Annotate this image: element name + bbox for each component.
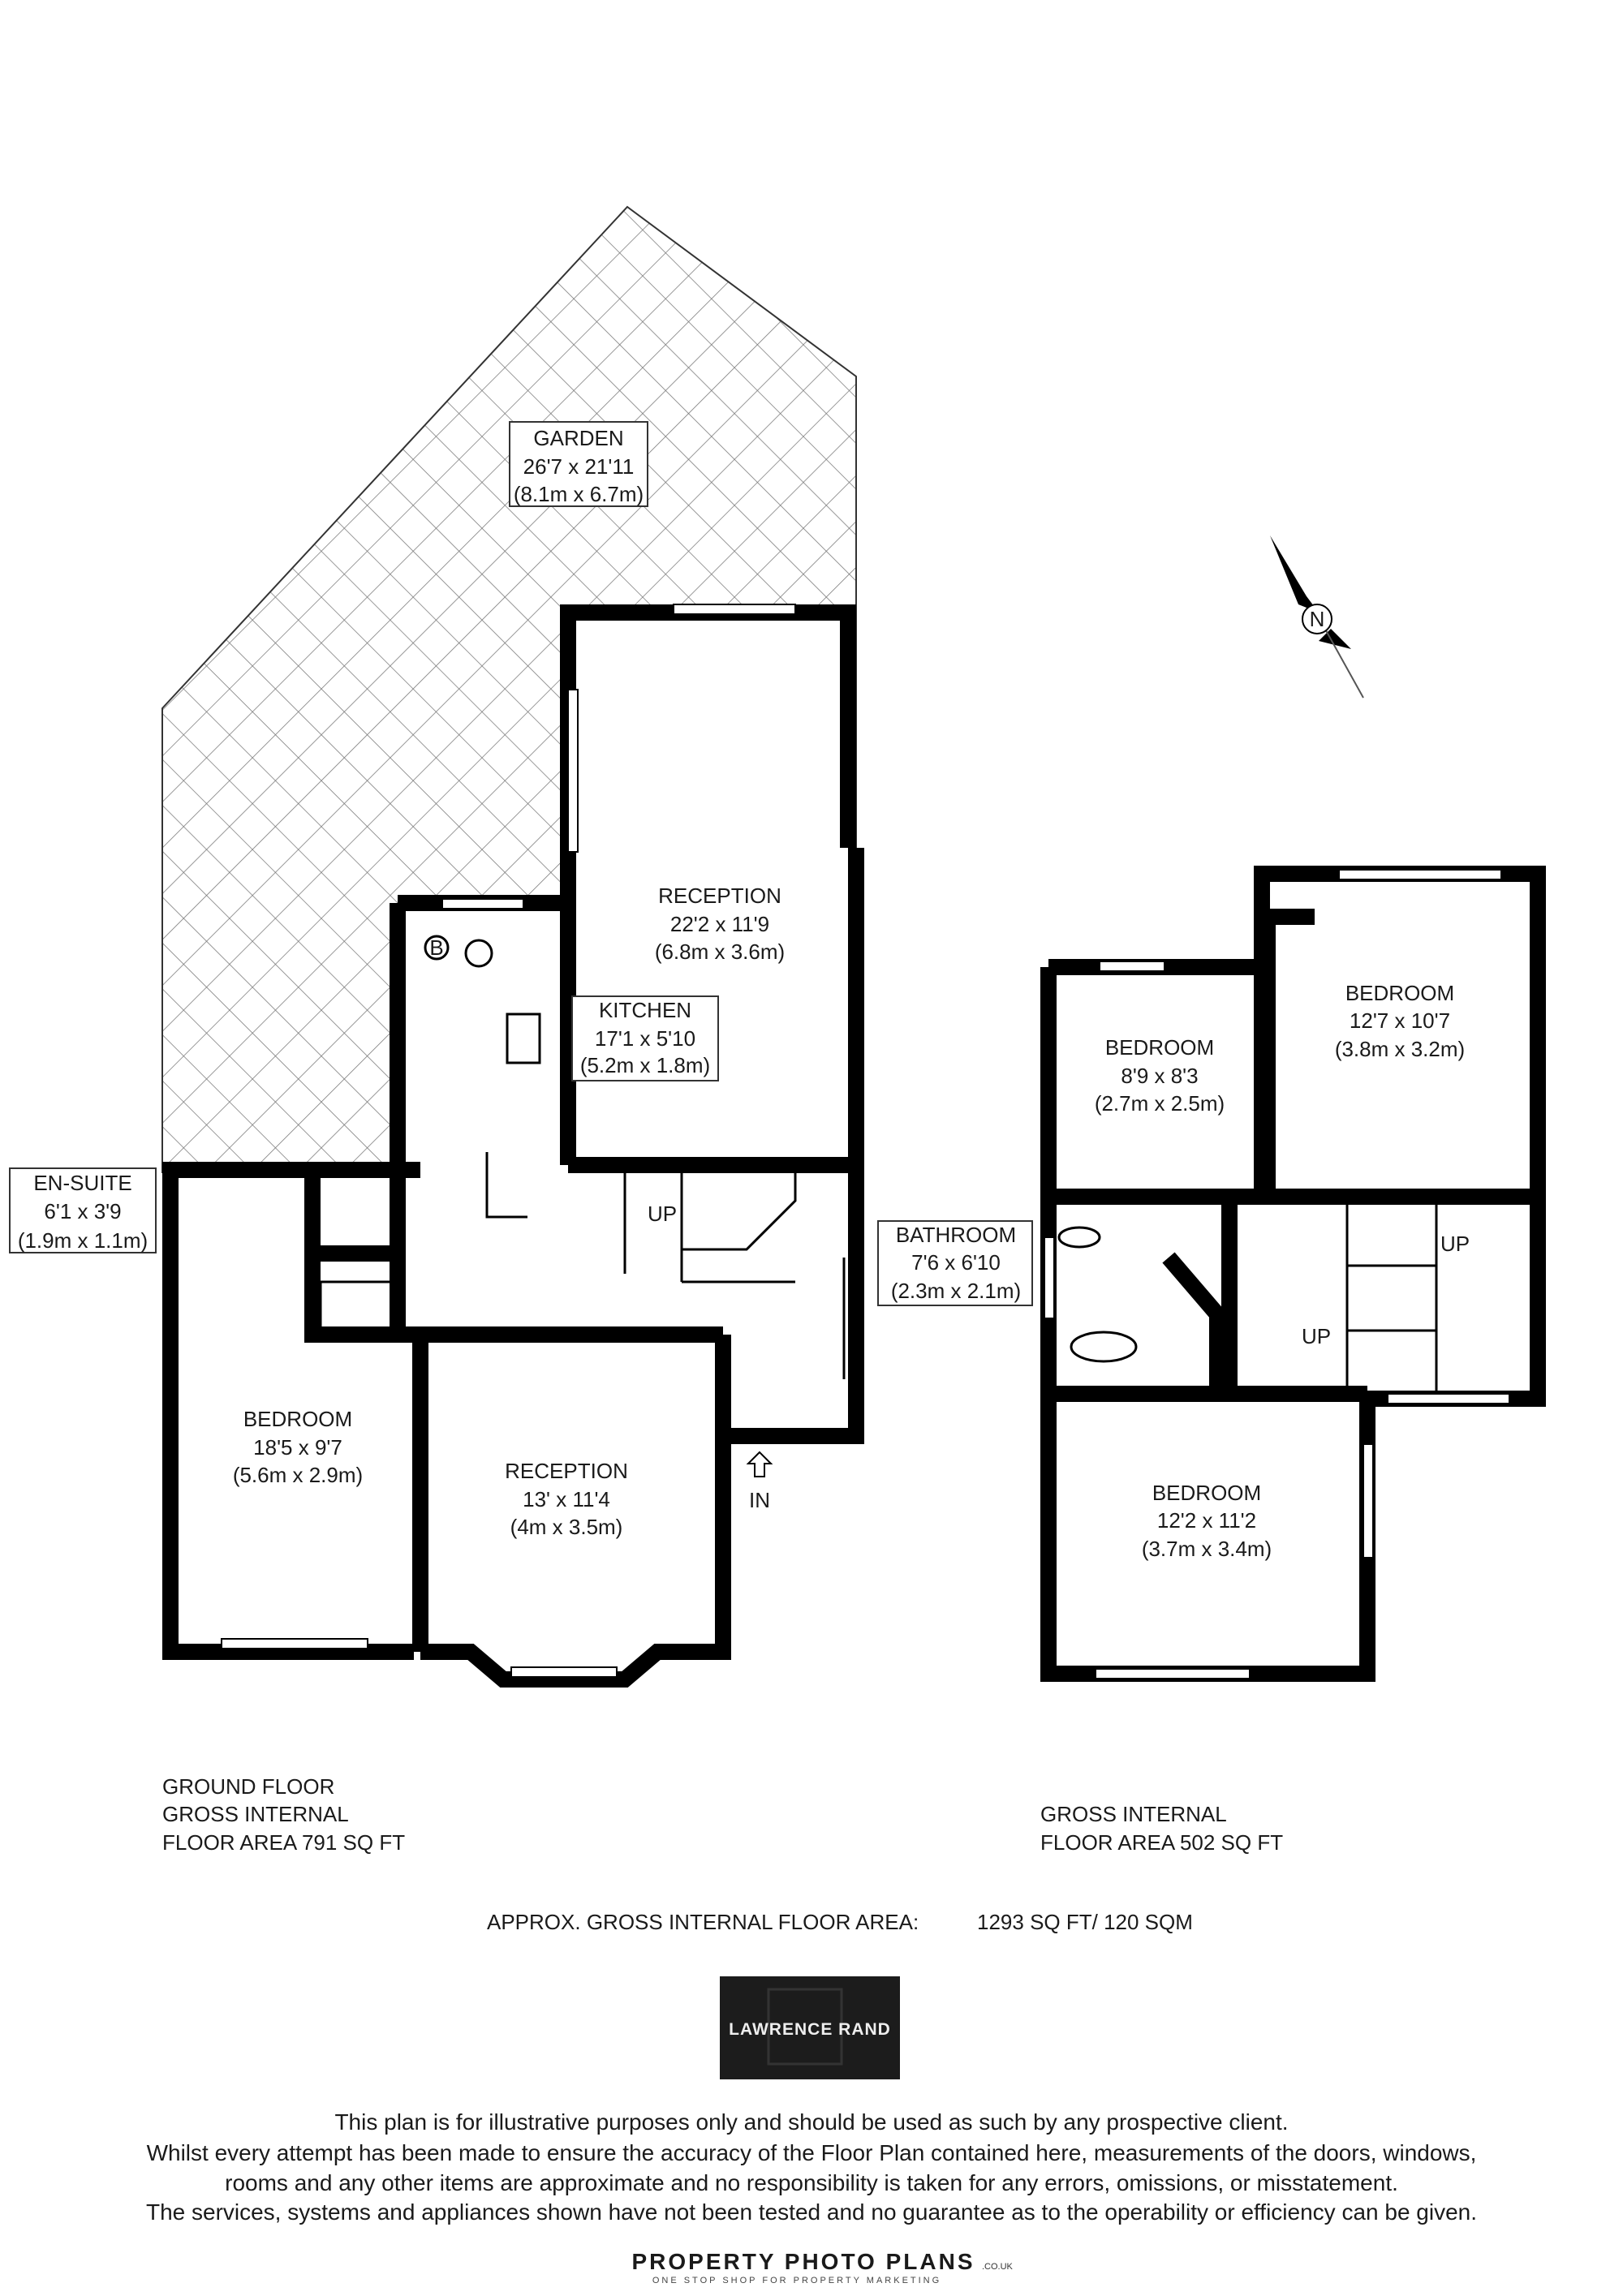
svg-text:(2.7m x 2.5m): (2.7m x 2.5m) [1095, 1091, 1225, 1116]
stairs-up-label: UP [648, 1202, 677, 1226]
svg-text:22'2 x 11'9: 22'2 x 11'9 [670, 912, 769, 936]
svg-text:BEDROOM: BEDROOM [1105, 1035, 1214, 1060]
svg-text:(3.7m x 3.4m): (3.7m x 3.4m) [1142, 1537, 1272, 1561]
total-area-value: 1293 SQ FT/ 120 SQM [977, 1910, 1193, 1934]
svg-text:FLOOR AREA 791 SQ FT: FLOOR AREA 791 SQ FT [162, 1830, 405, 1855]
svg-text:(5.2m x 1.8m): (5.2m x 1.8m) [580, 1053, 710, 1077]
room-reception-front: RECEPTION 13' x 11'4 (4m x 3.5m) [505, 1459, 628, 1539]
svg-text:(5.6m x 2.9m): (5.6m x 2.9m) [233, 1463, 363, 1487]
svg-text:ONE STOP SHOP FOR PROPERTY MAR: ONE STOP SHOP FOR PROPERTY MARKETING [652, 2276, 941, 2285]
svg-text:(2.3m x 2.1m): (2.3m x 2.1m) [891, 1279, 1021, 1303]
boiler-label: B [429, 935, 443, 960]
ground-floor-plan [162, 604, 864, 1688]
svg-text:13' x 11'4: 13' x 11'4 [523, 1487, 610, 1511]
room-bedroom-rear: BEDROOM 12'7 x 10'7 (3.8m x 3.2m) [1335, 981, 1465, 1061]
north-compass-icon [1270, 535, 1364, 699]
svg-text:PROPERTY PHOTO PLANS: PROPERTY PHOTO PLANS [631, 2249, 975, 2274]
svg-text:BATHROOM: BATHROOM [896, 1223, 1016, 1247]
svg-text:26'7 x 21'11: 26'7 x 21'11 [523, 454, 635, 479]
room-bedroom-ground: BEDROOM 18'5 x 9'7 (5.6m x 2.9m) [233, 1407, 363, 1487]
svg-text:8'9 x 8'3: 8'9 x 8'3 [1121, 1064, 1198, 1088]
room-en-suite: EN-SUITE 6'1 x 3'9 (1.9m x 1.1m) [18, 1171, 148, 1253]
room-garden: GARDEN 26'7 x 21'11 (8.1m x 6.7m) [514, 426, 644, 506]
svg-text:(3.8m x 3.2m): (3.8m x 3.2m) [1335, 1037, 1465, 1061]
svg-text:rooms and any other items are: rooms and any other items are approximat… [225, 2170, 1398, 2195]
svg-text:Whilst every attempt has been: Whilst every attempt has been made to en… [147, 2140, 1477, 2165]
svg-text:(6.8m x 3.6m): (6.8m x 3.6m) [655, 939, 785, 964]
stairs-up-label: UP [1302, 1324, 1331, 1348]
svg-text:GROUND FLOOR: GROUND FLOOR [162, 1774, 334, 1799]
svg-text:(4m x 3.5m): (4m x 3.5m) [510, 1515, 623, 1539]
svg-text:BEDROOM: BEDROOM [1152, 1481, 1261, 1505]
room-bedroom-front: BEDROOM 12'2 x 11'2 (3.7m x 3.4m) [1142, 1481, 1272, 1561]
svg-text:RECEPTION: RECEPTION [505, 1459, 628, 1483]
svg-text:12'7 x 10'7: 12'7 x 10'7 [1350, 1008, 1450, 1033]
property-photo-plans-logo: PROPERTY PHOTO PLANS .CO.UK ONE STOP SHO… [631, 2249, 1013, 2285]
svg-text:7'6 x 6'10: 7'6 x 6'10 [911, 1250, 1001, 1275]
svg-text:17'1 x 5'10: 17'1 x 5'10 [595, 1026, 695, 1051]
entrance-label: IN [749, 1488, 770, 1512]
ground-floor-area: GROUND FLOOR GROSS INTERNAL FLOOR AREA 7… [162, 1774, 405, 1855]
svg-text:KITCHEN: KITCHEN [599, 998, 691, 1022]
first-floor-plan [1040, 866, 1546, 1682]
svg-text:FLOOR AREA 502 SQ FT: FLOOR AREA 502 SQ FT [1040, 1830, 1283, 1855]
room-kitchen: KITCHEN 17'1 x 5'10 (5.2m x 1.8m) [580, 998, 710, 1077]
total-area-label: APPROX. GROSS INTERNAL FLOOR AREA: [487, 1910, 919, 1934]
room-bedroom-small: BEDROOM 8'9 x 8'3 (2.7m x 2.5m) [1095, 1035, 1225, 1116]
svg-text:The services, systems and appl: The services, systems and appliances sho… [146, 2199, 1477, 2225]
agent-logo-text: LAWRENCE RAND [729, 2020, 891, 2039]
disclaimer: This plan is for illustrative purposes o… [146, 2109, 1477, 2225]
svg-text:(1.9m x 1.1m): (1.9m x 1.1m) [18, 1228, 148, 1253]
svg-text:GARDEN: GARDEN [533, 426, 623, 450]
room-reception-rear: RECEPTION 22'2 x 11'9 (6.8m x 3.6m) [655, 884, 785, 964]
svg-text:This plan is for illustrative: This plan is for illustrative purposes o… [334, 2109, 1288, 2135]
svg-text:EN-SUITE: EN-SUITE [33, 1171, 131, 1195]
svg-text:BEDROOM: BEDROOM [243, 1407, 352, 1431]
svg-text:6'1 x 3'9: 6'1 x 3'9 [44, 1199, 121, 1223]
room-bathroom: BATHROOM 7'6 x 6'10 (2.3m x 2.1m) [891, 1223, 1021, 1303]
svg-text:12'2 x 11'2: 12'2 x 11'2 [1157, 1508, 1256, 1533]
svg-text:BEDROOM: BEDROOM [1345, 981, 1454, 1005]
svg-text:RECEPTION: RECEPTION [658, 884, 781, 908]
svg-text:18'5 x 9'7: 18'5 x 9'7 [253, 1435, 342, 1460]
svg-text:GROSS INTERNAL: GROSS INTERNAL [162, 1802, 349, 1826]
agent-logo [720, 1976, 900, 2079]
entrance-arrow-icon [746, 1451, 773, 1477]
compass-label: N [1310, 607, 1325, 631]
stairs-up-label: UP [1440, 1232, 1470, 1256]
first-floor-area: GROSS INTERNAL FLOOR AREA 502 SQ FT [1040, 1802, 1283, 1855]
svg-text:(8.1m x 6.7m): (8.1m x 6.7m) [514, 482, 644, 506]
svg-text:.CO.UK: .CO.UK [982, 2262, 1014, 2272]
svg-text:GROSS INTERNAL: GROSS INTERNAL [1040, 1802, 1227, 1826]
